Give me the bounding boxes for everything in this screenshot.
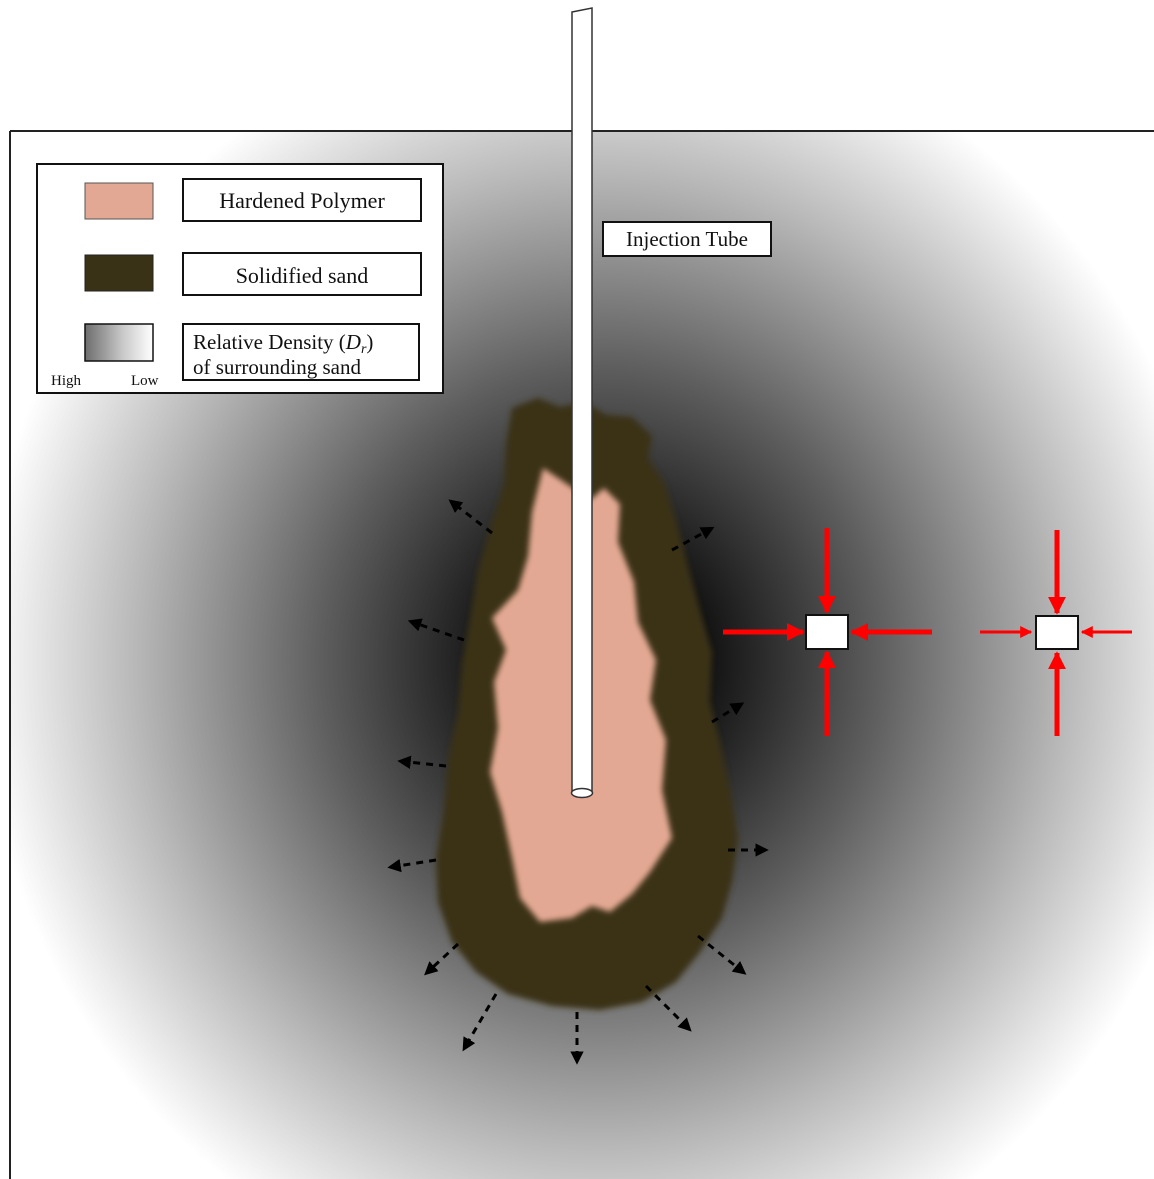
legend-label-polymer: Hardened Polymer (219, 188, 385, 213)
injection-tube-label: Injection Tube (626, 227, 748, 251)
soil-element-box (806, 615, 848, 649)
injection-tube-opening (572, 789, 593, 798)
legend-swatch-polymer (85, 183, 153, 219)
legend: Hardened Polymer Solidified sand High Lo… (37, 164, 443, 393)
legend-label-density-suffix: ) (366, 330, 373, 354)
legend-gradient-low-label: Low (131, 373, 159, 389)
legend-swatch-density-gradient (85, 324, 153, 361)
soil-element-box (1036, 616, 1078, 649)
legend-label-density-line2: of surrounding sand (193, 355, 361, 379)
legend-label-density-line1: Relative Density (Dr) (193, 330, 373, 357)
legend-label-density-var: D (345, 330, 361, 354)
injection-tube (572, 8, 592, 792)
legend-label-density-prefix: Relative Density ( (193, 330, 346, 354)
legend-gradient-high-label: High (51, 373, 82, 389)
legend-label-solidified-sand: Solidified sand (236, 263, 369, 288)
legend-swatch-solidified-sand (85, 255, 153, 291)
